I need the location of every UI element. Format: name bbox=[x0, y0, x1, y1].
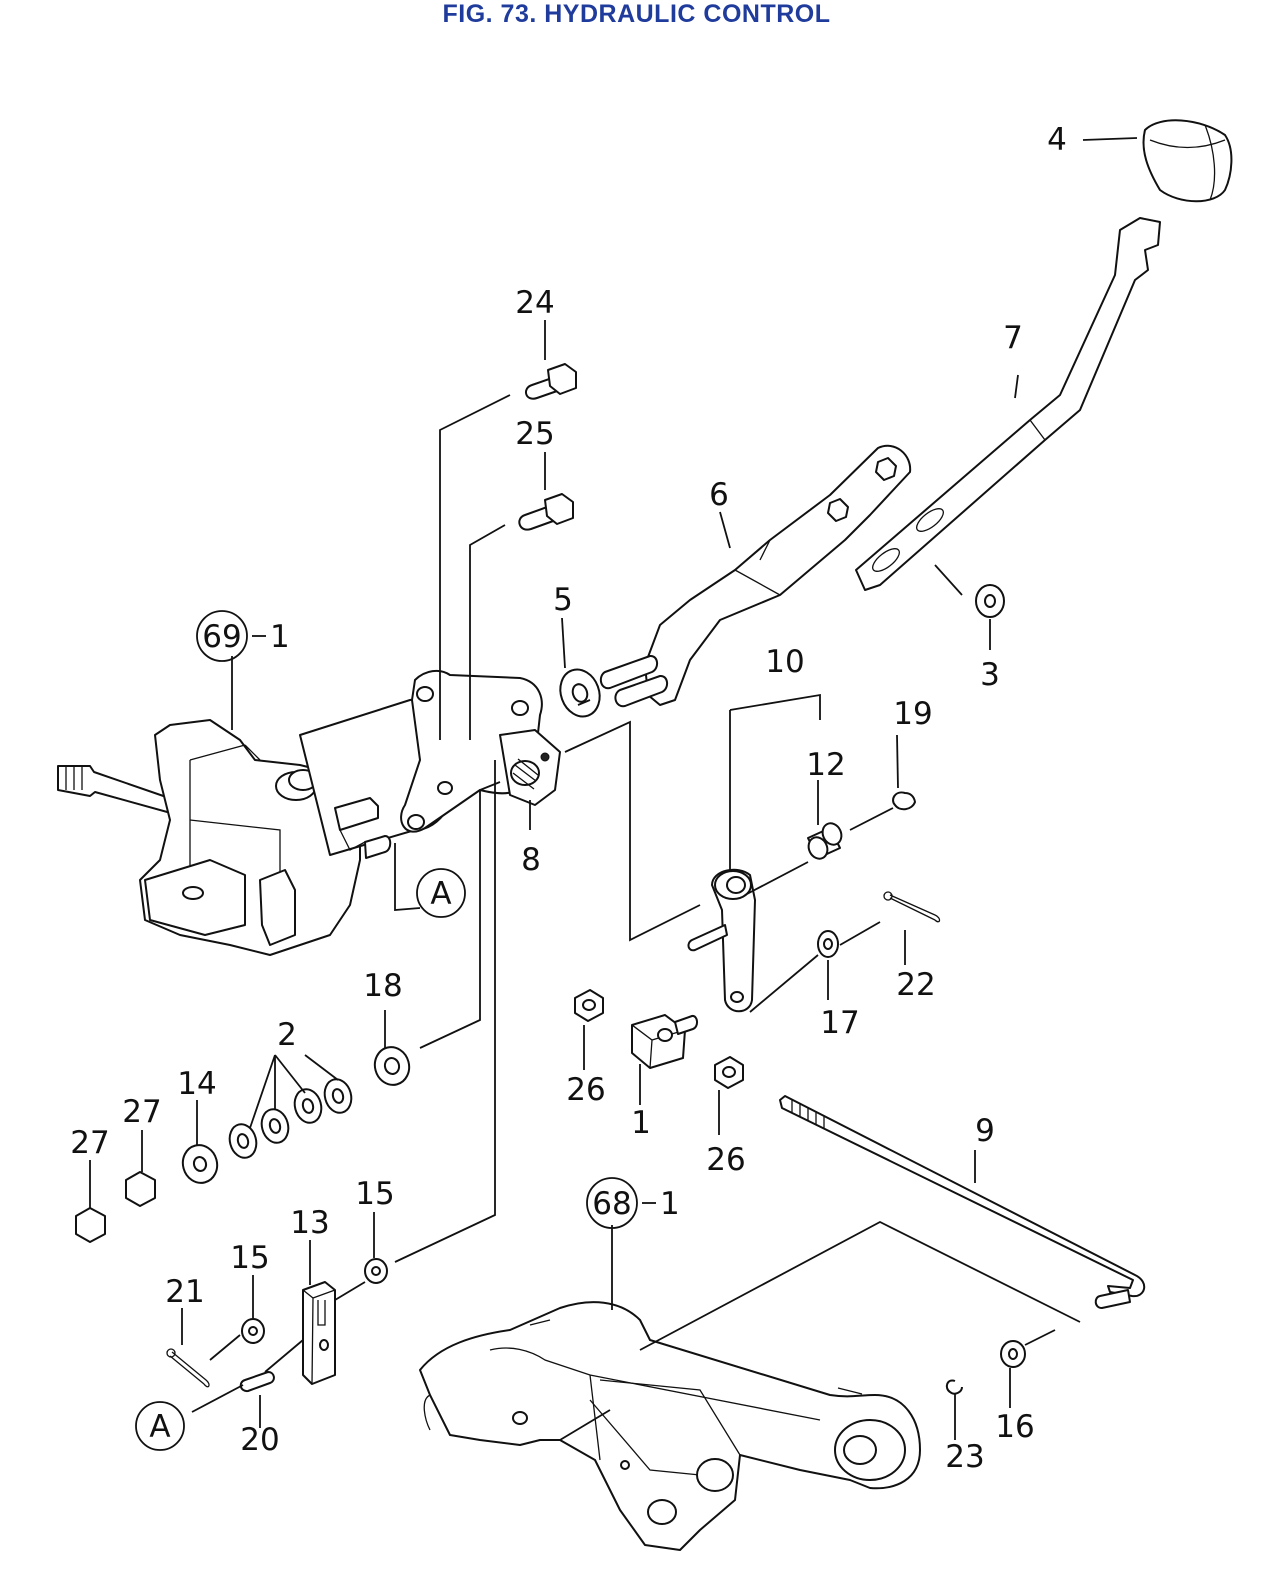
callout-22: 22 bbox=[896, 967, 935, 1003]
ref-a-lower-label: A bbox=[149, 1409, 170, 1445]
callout-15-upper: 15 bbox=[355, 1176, 394, 1212]
part-washer-16 bbox=[1000, 1340, 1026, 1368]
callout-16: 16 bbox=[995, 1409, 1034, 1445]
part-control-valve bbox=[57, 698, 461, 956]
part-washer-15-lower bbox=[241, 1318, 265, 1344]
callout-7: 7 bbox=[1003, 320, 1023, 356]
part-pin-20 bbox=[239, 1371, 275, 1393]
part-lever-10 bbox=[687, 868, 756, 1013]
part-washer-15-upper bbox=[364, 1258, 388, 1284]
ref-a-upper: A bbox=[416, 868, 466, 918]
callout-12: 12 bbox=[806, 747, 845, 783]
part-rod-9 bbox=[779, 1095, 1146, 1309]
part-nut-27-right bbox=[125, 1171, 156, 1207]
callout-25: 25 bbox=[515, 416, 554, 452]
part-block-1 bbox=[631, 1014, 698, 1069]
part-washer-17 bbox=[817, 930, 839, 958]
ref-69-1: 69 1 bbox=[196, 610, 290, 662]
part-washers-2 bbox=[228, 1078, 353, 1159]
callout-24: 24 bbox=[515, 285, 554, 321]
callout-26-upper: 26 bbox=[566, 1072, 605, 1108]
callout-21: 21 bbox=[165, 1274, 204, 1310]
part-washer-5 bbox=[559, 668, 601, 718]
part-nut-26-lower bbox=[714, 1056, 744, 1089]
part-washer-14 bbox=[181, 1144, 219, 1184]
ref-69-sub: 1 bbox=[270, 619, 290, 655]
callout-9: 9 bbox=[975, 1113, 995, 1149]
callout-23: 23 bbox=[945, 1439, 984, 1475]
part-bolt-24 bbox=[525, 363, 577, 400]
callouts: 4 7 24 25 6 5 3 10 19 12 8 22 17 18 2 26… bbox=[70, 122, 1067, 1475]
part-spring-lever bbox=[499, 729, 561, 806]
leader-lines bbox=[89, 137, 1138, 1441]
ref-a-upper-label: A bbox=[430, 876, 451, 912]
callout-27-left: 27 bbox=[70, 1125, 109, 1161]
callout-26-lower: 26 bbox=[706, 1142, 745, 1178]
callout-4: 4 bbox=[1047, 122, 1067, 158]
ref-68-number: 68 bbox=[592, 1186, 631, 1222]
part-nut-26-upper bbox=[574, 989, 604, 1022]
callout-6: 6 bbox=[709, 477, 729, 513]
part-link-13 bbox=[302, 1281, 336, 1385]
callout-3: 3 bbox=[980, 657, 1000, 693]
part-nut-27-left bbox=[75, 1207, 106, 1243]
part-clip-23 bbox=[945, 1379, 963, 1395]
part-washer-3 bbox=[975, 584, 1005, 618]
callout-19: 19 bbox=[893, 696, 932, 732]
figure-title: FIG. 73. HYDRAULIC CONTROL bbox=[442, 0, 831, 28]
callout-1: 1 bbox=[631, 1105, 651, 1141]
callout-8: 8 bbox=[521, 842, 541, 878]
part-bracket bbox=[599, 444, 912, 708]
part-washer-18 bbox=[373, 1046, 411, 1086]
callout-13: 13 bbox=[290, 1205, 329, 1241]
ref-68-sub: 1 bbox=[660, 1186, 680, 1222]
callout-27-right: 27 bbox=[122, 1094, 161, 1130]
part-lift-arm bbox=[419, 1301, 921, 1551]
callout-14: 14 bbox=[177, 1066, 216, 1102]
part-knob bbox=[1142, 119, 1233, 203]
callout-10: 10 bbox=[765, 644, 804, 680]
callout-5: 5 bbox=[553, 582, 573, 618]
callout-18: 18 bbox=[363, 968, 402, 1004]
part-clip-19 bbox=[892, 791, 916, 811]
callout-20: 20 bbox=[240, 1422, 279, 1458]
ref-a-lower: A bbox=[135, 1401, 185, 1451]
part-bushing-12 bbox=[807, 822, 843, 860]
part-lever-arm bbox=[855, 217, 1161, 591]
ref-69-number: 69 bbox=[202, 619, 241, 655]
callout-15-lower: 15 bbox=[230, 1240, 269, 1276]
callout-2: 2 bbox=[277, 1017, 297, 1053]
part-split-pin-21 bbox=[166, 1348, 210, 1388]
part-bolt-25 bbox=[518, 493, 574, 531]
part-split-pin-22 bbox=[883, 891, 941, 923]
callout-17: 17 bbox=[820, 1005, 859, 1041]
ref-68-1: 68 1 bbox=[586, 1177, 680, 1229]
